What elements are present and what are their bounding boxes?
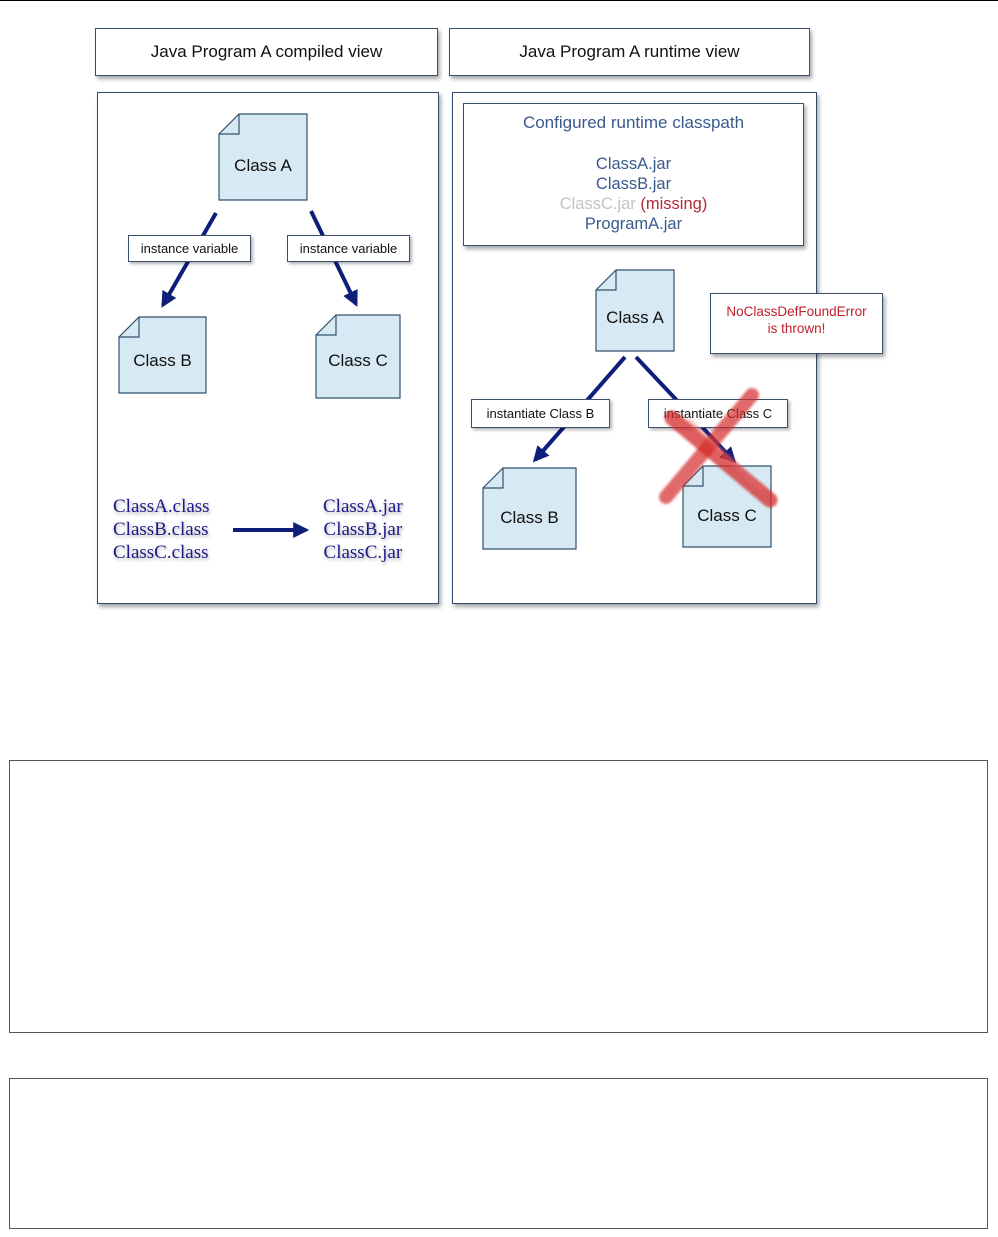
cross-layer: [659, 388, 778, 508]
class-file: ClassB.class: [113, 519, 209, 540]
empty-frame-lower: [9, 1078, 988, 1229]
jar-file: ClassA.jar: [323, 496, 403, 517]
jar-file: ClassB.jar: [323, 519, 403, 540]
class-c-label: Class C: [328, 351, 388, 370]
jar-files-list: ClassA.jar ClassB.jar ClassC.jar: [323, 495, 403, 564]
class-b-runtime: Class B: [482, 467, 577, 550]
red-cross-icon: [659, 388, 778, 508]
class-c-label: Class C: [697, 506, 757, 525]
document-icon: [482, 467, 577, 550]
class-file: ClassA.class: [113, 496, 210, 517]
jar-file: ClassC.jar: [323, 542, 403, 563]
classpath-jar-c-line: ClassC.jar (missing): [464, 194, 803, 214]
class-file: ClassC.class: [113, 542, 209, 563]
class-a-label: Class A: [606, 308, 664, 327]
empty-frame-upper: [9, 760, 988, 1033]
classpath-title: Configured runtime classpath: [522, 113, 745, 132]
error-line-2: is thrown!: [767, 321, 826, 336]
document-icon: [118, 316, 207, 394]
document-icon: [595, 269, 675, 352]
edge-label-instantiate-class-b: instantiate Class B: [471, 399, 610, 428]
edge-label-instance-variable-left: instance variable: [128, 235, 251, 262]
class-b-label: Class B: [500, 508, 559, 527]
classpath-jar-a: ClassA.jar: [595, 155, 672, 173]
runtime-view-title: Java Program A runtime view: [449, 28, 810, 76]
document-icon: [218, 113, 308, 201]
top-rule: [0, 0, 998, 1]
error-line-1: NoClassDefFoundError: [726, 304, 867, 319]
class-files-list: ClassA.class ClassB.class ClassC.class: [113, 495, 210, 564]
class-a-compiled: Class A: [218, 113, 308, 201]
class-c-compiled: Class C: [315, 314, 401, 399]
compiled-view-title: Java Program A compiled view: [95, 28, 438, 76]
edge-label-instance-variable-right: instance variable: [287, 235, 410, 262]
diagram: Java Program A compiled view Java Progra…: [95, 28, 883, 604]
class-b-label: Class B: [133, 351, 192, 370]
class-a-runtime: Class A: [595, 269, 675, 352]
class-b-compiled: Class B: [118, 316, 207, 394]
error-callout: NoClassDefFoundError is thrown!: [710, 293, 883, 354]
classpath-missing-tag: (missing): [640, 195, 708, 213]
document-icon: [315, 314, 401, 399]
classpath-box: Configured runtime classpath ClassA.jar …: [463, 103, 804, 246]
classpath-program-jar: ProgramA.jar: [584, 215, 683, 233]
class-a-label: Class A: [234, 156, 292, 175]
classpath-jar-b: ClassB.jar: [595, 175, 672, 193]
classpath-jar-c: ClassC.jar: [559, 195, 636, 213]
